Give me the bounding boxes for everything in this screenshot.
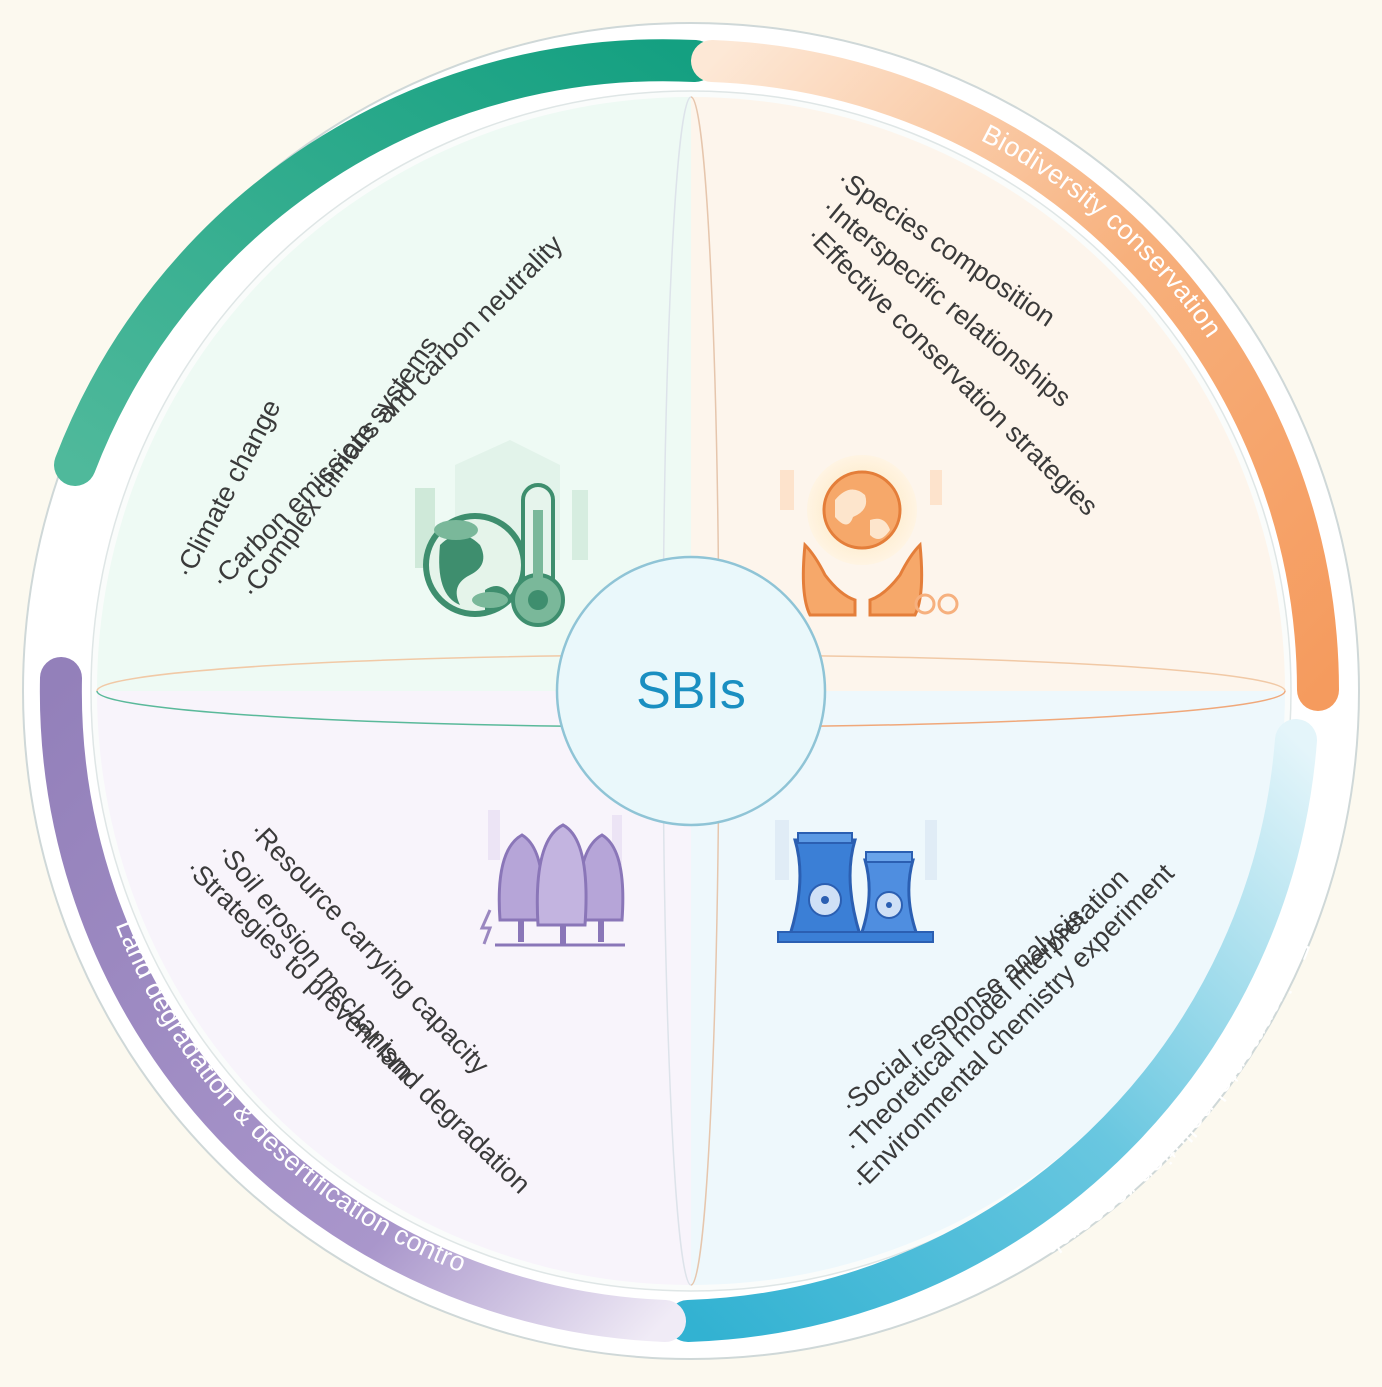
band-pollution <box>667 719 1317 1342</box>
band-biodiversity <box>691 40 1339 711</box>
quadrant-land-fill <box>97 691 691 1285</box>
nuclear-cooling-tower-icon <box>775 820 937 943</box>
band-climate <box>54 39 716 486</box>
earth-thermometer-icon <box>415 440 588 627</box>
center-circle <box>555 555 827 827</box>
center-label: SBIs <box>636 662 746 720</box>
hands-holding-earth-icon <box>780 455 959 617</box>
trees-icon <box>479 810 625 947</box>
band-land <box>39 657 686 1342</box>
